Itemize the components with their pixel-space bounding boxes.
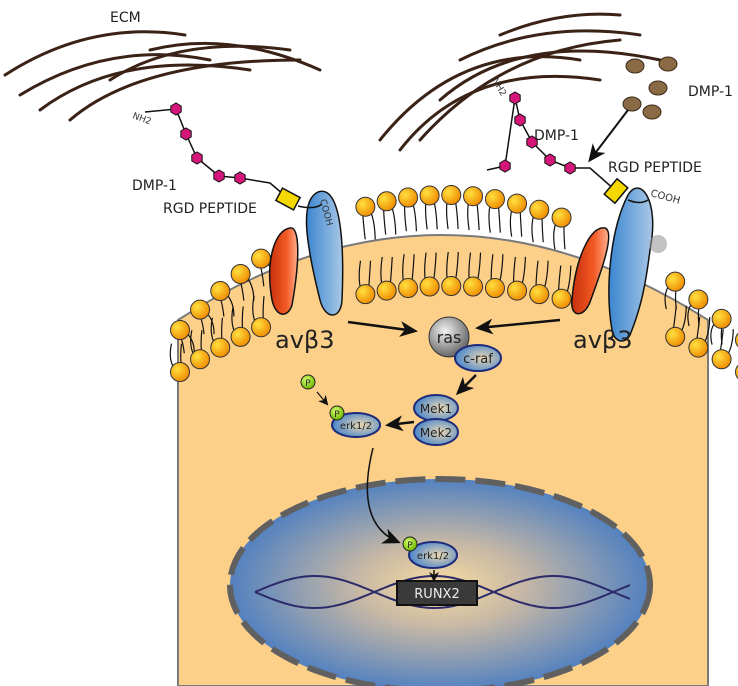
arrow-erk-translocation — [366, 447, 401, 544]
lipid — [355, 196, 376, 240]
lipid — [710, 308, 732, 345]
dmp1-label-right: DMP-1 — [534, 128, 579, 144]
lipid-bilayer — [169, 185, 738, 382]
lipid — [398, 187, 419, 232]
lipid — [441, 251, 462, 296]
lipid — [529, 260, 550, 305]
craf-protein — [454, 344, 502, 372]
lipid — [551, 265, 572, 309]
integrin-label-right: avβ3 — [573, 326, 633, 354]
dmp1-label-left: DMP-1 — [132, 178, 177, 194]
integrin-label-left: avβ3 — [275, 326, 335, 354]
mek1-label: Mek1 — [420, 402, 452, 416]
lipid — [529, 199, 550, 243]
dmp1-free-molecules — [622, 56, 678, 120]
dmp1-residue — [509, 91, 521, 105]
craf-label: c-raf — [463, 352, 493, 367]
dna-strand — [254, 575, 631, 609]
lipid — [735, 364, 738, 380]
lipid — [711, 329, 734, 370]
nh2-label-right: NH2 — [489, 77, 507, 99]
cooh-label-right: COOH — [649, 188, 681, 206]
rgd-label-right: RGD PEPTIDE — [608, 160, 702, 176]
nh2-label-left: NH2 — [131, 111, 152, 127]
mek2-label: Mek2 — [420, 426, 452, 440]
arrow-dmp1-binding — [588, 109, 629, 163]
erk-nucleus-label: erk1/2 — [417, 551, 449, 562]
dmp1-residue — [499, 159, 511, 173]
dmp1-chain-left — [144, 102, 291, 201]
dmp1-residue — [213, 169, 225, 183]
lipid — [170, 320, 195, 354]
lipid — [484, 254, 505, 299]
arrow-integrin-to-ras-right — [475, 318, 561, 335]
lipid — [376, 191, 397, 235]
arrow-mek-to-erk — [385, 415, 415, 432]
dmp1-residue — [234, 171, 246, 185]
rgd-label-left: RGD PEPTIDE — [163, 201, 257, 217]
lipid — [419, 252, 440, 297]
lipid — [735, 332, 738, 348]
ras-label: ras — [437, 328, 462, 347]
runx2-label: RUNX2 — [414, 587, 459, 602]
dmp1-residue — [526, 135, 538, 149]
lipid — [398, 254, 419, 299]
erk-protein — [331, 412, 381, 438]
dmp1-label-free: DMP-1 — [688, 84, 733, 100]
ecm-label: ECM — [110, 10, 141, 26]
lipid — [441, 185, 462, 230]
lipid — [665, 305, 687, 347]
lipid — [507, 256, 528, 301]
lipid — [190, 330, 211, 370]
phosphate-erk — [329, 405, 345, 421]
dna — [254, 575, 631, 609]
lipid — [355, 260, 376, 305]
lipid — [484, 189, 505, 233]
dmp1-chain-right — [486, 91, 616, 191]
arrow-phosphorylation — [316, 391, 329, 406]
phosphate-label-free: P — [305, 379, 311, 389]
lipid — [169, 343, 190, 382]
arrow-craf-to-mek — [455, 374, 477, 396]
rgd-peptide-left — [274, 187, 302, 211]
lipid — [230, 306, 251, 347]
phosphate-free — [300, 374, 316, 390]
erk-protein-nucleus — [408, 541, 458, 569]
integrin-left — [268, 190, 344, 316]
arrow-integrin-to-ras-left — [347, 320, 418, 337]
mek2-protein — [413, 418, 459, 446]
dmp1-residue — [191, 151, 203, 165]
lipid — [210, 281, 235, 317]
runx2-gene — [396, 580, 478, 606]
rgd-peptide-right — [603, 177, 629, 205]
lipid — [687, 289, 709, 327]
lipid — [251, 296, 272, 338]
lipid — [463, 186, 484, 231]
dmp1-residue — [514, 113, 526, 127]
ras-protein — [428, 316, 470, 358]
dmp1-residue — [180, 127, 192, 141]
phosphate-label-nucleus: P — [407, 541, 413, 551]
lipid — [551, 207, 572, 250]
lipid — [210, 317, 231, 358]
phosphate-erk-nucleus — [402, 536, 418, 552]
dmp1-residue — [564, 161, 576, 175]
erk-label: erk1/2 — [340, 421, 372, 432]
ecm-fibers — [3, 12, 662, 152]
dmp1-residue — [544, 153, 556, 167]
dna-strand — [254, 575, 631, 609]
dmp1-residue — [170, 102, 182, 116]
lipid — [688, 316, 711, 358]
phosphate-label-erk: P — [334, 410, 340, 420]
lipid — [507, 193, 528, 237]
lipid — [419, 185, 440, 230]
lipid — [376, 256, 397, 301]
integrin-right — [571, 187, 667, 342]
lipid — [463, 252, 484, 297]
